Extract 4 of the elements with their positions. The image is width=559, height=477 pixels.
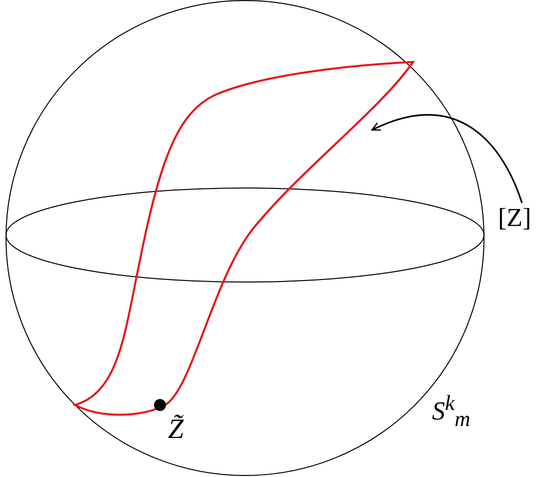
point-dot: [154, 399, 166, 411]
arrow: [371, 114, 523, 204]
point-label: Z̃: [168, 416, 184, 444]
curve-label: [Z]: [498, 205, 532, 231]
